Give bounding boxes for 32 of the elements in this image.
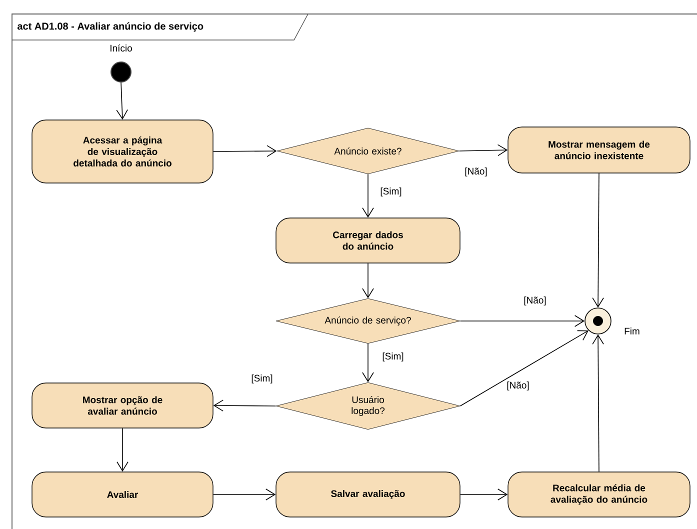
action-box: Mostrar opção de avaliar anúncio	[32, 382, 214, 428]
arrow	[592, 172, 604, 308]
action-box: Salvar avaliação	[276, 472, 460, 518]
arrow	[362, 174, 374, 218]
action-box: Avaliar	[32, 472, 214, 518]
title-tab: act AD1.08 - Avaliar anúncio de serviço	[12, 14, 308, 40]
node-caption: Fim	[624, 328, 640, 334]
arrow	[212, 488, 276, 500]
arrow	[460, 488, 508, 500]
action-box: Carregar dados do anúncio	[276, 218, 460, 264]
edge-label: [Não]	[464, 166, 488, 178]
edge-label: [Não]	[506, 380, 530, 392]
edge-label: [Sim]	[250, 374, 274, 384]
arrow	[458, 144, 508, 156]
arrow	[213, 400, 276, 412]
node-caption: Início	[110, 44, 132, 52]
start-node	[110, 62, 132, 82]
edge-label: [Sim]	[379, 186, 403, 198]
arrow	[460, 315, 585, 327]
arrow	[362, 343, 374, 382]
edge-label: [Não]	[522, 296, 548, 306]
action-box: Mostrar mensagem de anúncio inexistente	[508, 126, 690, 174]
arrow	[362, 262, 374, 298]
arrow	[116, 82, 128, 120]
action-box: Recalcular média de avaliação do anúncio	[508, 472, 690, 518]
arrow	[592, 334, 604, 472]
end-node	[584, 308, 612, 334]
arrow	[212, 145, 277, 157]
action-box: Acessar a página de visualização detalhada do anúncio	[32, 120, 214, 184]
arrow	[116, 428, 128, 472]
edge-label: [Sim]	[381, 352, 405, 362]
arrow	[460, 330, 589, 406]
